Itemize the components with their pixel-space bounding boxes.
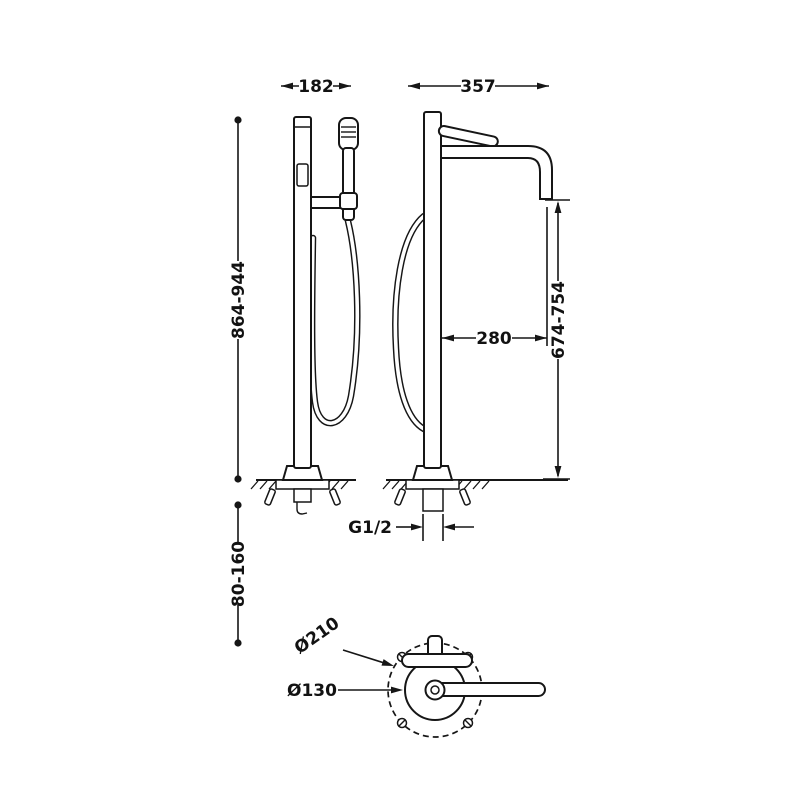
dim-864-944-label: 864-944 — [229, 261, 249, 339]
plan-handle-bar — [434, 682, 546, 697]
dim-182-label: 182 — [298, 77, 334, 97]
plan-hub-center — [430, 685, 440, 695]
dim-dia210-label: Ø210 — [291, 613, 344, 658]
dim-80-160: 80-160 — [229, 501, 249, 647]
dim-dia130: Ø130 — [287, 681, 403, 701]
screw-icon — [396, 717, 408, 729]
dim-357-label: 357 — [460, 77, 496, 97]
shower-hose-left — [308, 217, 361, 427]
plan-view — [387, 635, 546, 738]
hand-shower — [338, 117, 359, 221]
dim-g12-label: G1/2 — [348, 518, 392, 538]
mixer-column — [423, 111, 442, 469]
handshower-column-view — [293, 116, 359, 469]
screw-icon — [462, 717, 474, 729]
dim-182: 182 — [281, 77, 351, 97]
plan-lever-bar — [401, 653, 473, 668]
dim-674-754-label: 674-754 — [549, 281, 569, 359]
riser-column — [293, 116, 312, 469]
shower-bracket — [310, 196, 342, 209]
mixer-column-view — [423, 111, 553, 469]
column-window — [296, 163, 309, 187]
dim-280-label: 280 — [476, 329, 512, 349]
shower-hose-right — [392, 212, 428, 433]
dim-80-160-label: 80-160 — [229, 541, 249, 607]
dim-g12: G1/2 — [348, 514, 474, 541]
base-left — [264, 465, 341, 515]
inlet-pipe — [422, 488, 444, 512]
hand-shower-head — [338, 117, 359, 151]
dim-674-754: 674-754 — [543, 199, 570, 480]
dim-dia210: Ø210 — [291, 613, 394, 666]
hand-shower-holder — [339, 192, 358, 210]
dim-864-944: 864-944 — [229, 116, 249, 483]
spout — [440, 145, 553, 200]
lever-handle — [437, 125, 499, 148]
dim-dia130-label: Ø130 — [287, 681, 337, 701]
dim-357: 357 — [408, 77, 549, 97]
dim-280: 280 — [442, 207, 548, 349]
base-right — [394, 465, 471, 512]
